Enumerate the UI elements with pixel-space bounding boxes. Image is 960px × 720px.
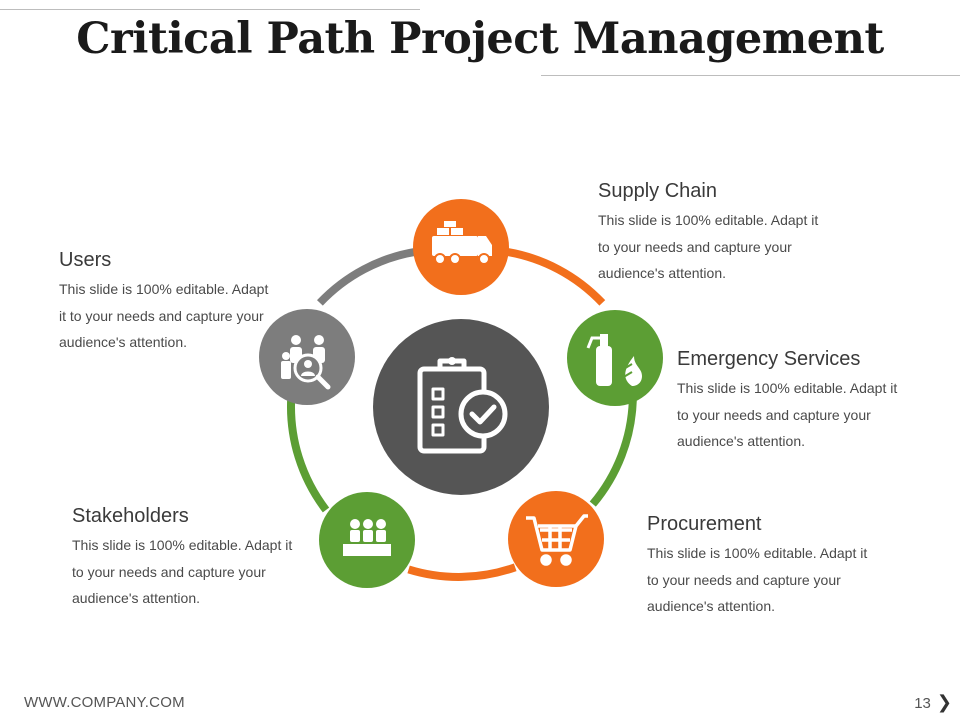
page-title: Critical Path Project Management	[76, 14, 884, 64]
meeting-people-icon	[343, 519, 391, 556]
ring-arc-supply-emergency	[505, 247, 606, 306]
ring-arc-users-supply	[316, 247, 417, 306]
supply-chain-description: This slide is 100% editable. Adapt it to…	[598, 212, 819, 281]
users-description: This slide is 100% editable. Adapt it to…	[59, 281, 269, 350]
node-emergency-services	[567, 310, 663, 406]
title-rule-bottom	[541, 75, 960, 76]
ring-arc-procurement-stakeholders	[407, 563, 517, 581]
user-search-icon	[281, 335, 331, 390]
procurement-description: This slide is 100% editable. Adapt it to…	[647, 545, 868, 614]
stakeholders-heading: Stakeholders	[72, 505, 189, 527]
node-supply-chain	[413, 199, 509, 295]
text-block-procurement: Procurement This slide is 100% editable.…	[647, 512, 947, 620]
title-rule-top	[0, 9, 420, 10]
text-block-stakeholders: Stakeholders This slide is 100% editable…	[72, 504, 322, 612]
emergency-services-heading: Emergency Services	[677, 348, 861, 370]
node-users	[259, 309, 355, 405]
procurement-heading: Procurement	[647, 513, 762, 535]
stakeholders-description: This slide is 100% editable. Adapt it to…	[72, 537, 293, 606]
node-procurement	[508, 491, 604, 587]
ring-arc-emergency-procurement	[589, 400, 637, 507]
text-block-emergency-services: Emergency Services This slide is 100% ed…	[677, 347, 957, 455]
users-heading: Users	[59, 249, 112, 271]
footer-pagination: 13 ❯	[914, 692, 952, 713]
node-stakeholders	[319, 492, 415, 588]
clipboard-checklist-icon	[417, 357, 508, 454]
text-block-supply-chain: Supply Chain This slide is 100% editable…	[598, 179, 898, 287]
center-node	[373, 319, 549, 495]
ring-arc-stakeholders-users	[287, 398, 330, 513]
fire-extinguisher-icon	[586, 334, 642, 386]
truck-cargo-icon	[432, 221, 492, 265]
shopping-cart-icon	[526, 514, 588, 566]
emergency-services-description: This slide is 100% editable. Adapt it to…	[677, 380, 898, 449]
page-number: 13	[914, 695, 931, 712]
footer-website: WWW.COMPANY.COM	[24, 694, 185, 711]
supply-chain-heading: Supply Chain	[598, 180, 717, 202]
text-block-users: Users This slide is 100% editable. Adapt…	[59, 248, 299, 356]
next-slide-icon[interactable]: ❯	[936, 692, 952, 712]
